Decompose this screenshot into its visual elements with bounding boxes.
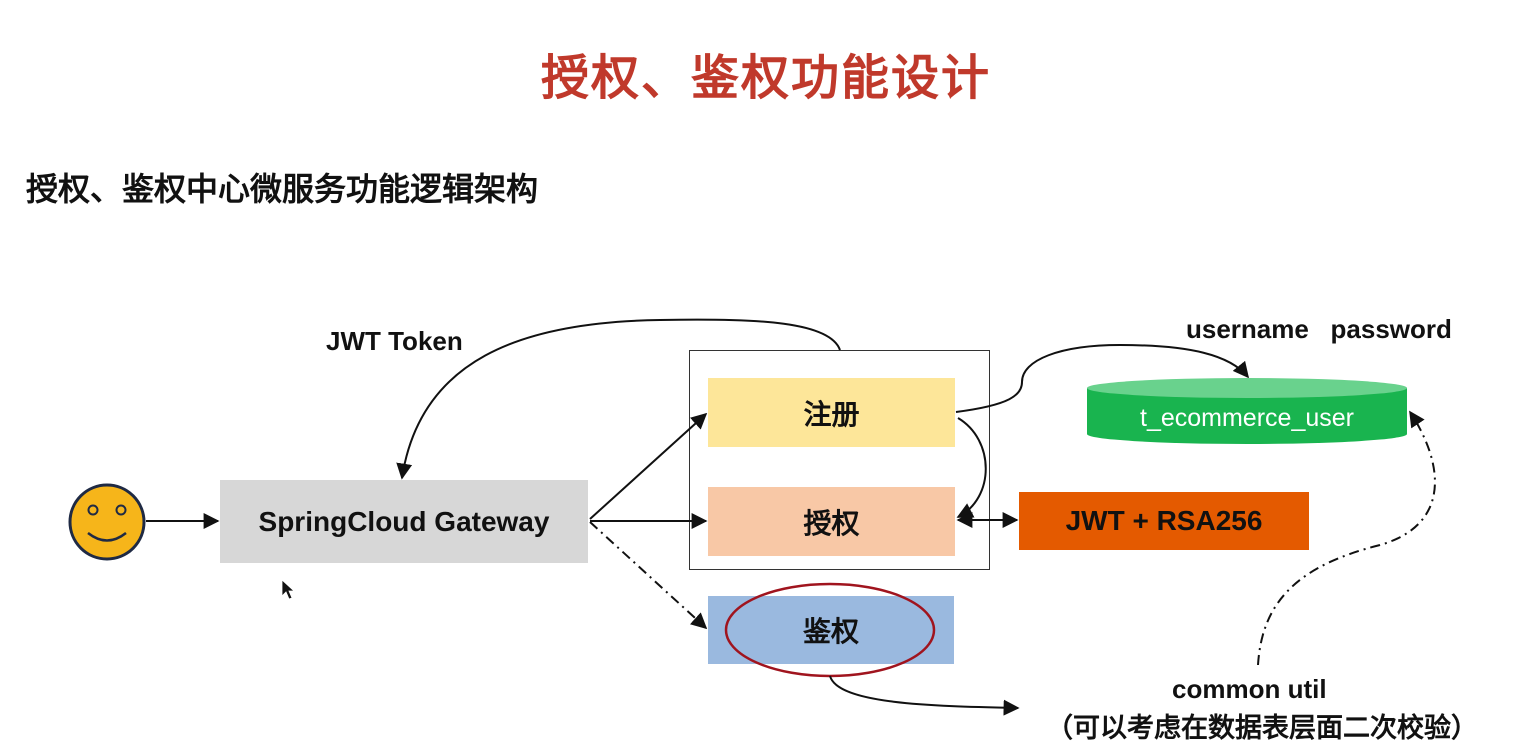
gateway-box: SpringCloud Gateway bbox=[220, 480, 588, 563]
authorize-box: 授权 bbox=[708, 487, 955, 556]
slide-subtitle: 授权、鉴权中心微服务功能逻辑架构 bbox=[26, 170, 539, 208]
smiley-face-icon bbox=[68, 483, 146, 561]
authorize-label: 授权 bbox=[803, 506, 860, 540]
database-label: t_ecommerce_user bbox=[1140, 403, 1354, 432]
authenticate-box: 鉴权 bbox=[708, 596, 954, 664]
database-top bbox=[1087, 378, 1407, 398]
register-label: 注册 bbox=[803, 397, 860, 431]
jwt-rsa-box: JWT + RSA256 bbox=[1019, 492, 1309, 550]
mouse-cursor-icon bbox=[281, 579, 296, 600]
note-label: （可以考虑在数据表层面二次校验） bbox=[1046, 713, 1478, 744]
register-box: 注册 bbox=[708, 378, 955, 447]
jwt-rsa-label: JWT + RSA256 bbox=[1065, 505, 1263, 536]
database-cylinder: t_ecommerce_user bbox=[1087, 378, 1407, 444]
credentials-label: username password bbox=[1186, 314, 1452, 344]
authenticate-label: 鉴权 bbox=[802, 615, 859, 648]
arrow-authenticate-to-common-util bbox=[829, 675, 1020, 716]
gateway-label: SpringCloud Gateway bbox=[258, 505, 550, 537]
jwt-token-label: JWT Token bbox=[326, 326, 463, 356]
common-util-label: common util bbox=[1172, 674, 1327, 704]
slide-title: 授权、鉴权功能设计 bbox=[540, 50, 991, 106]
